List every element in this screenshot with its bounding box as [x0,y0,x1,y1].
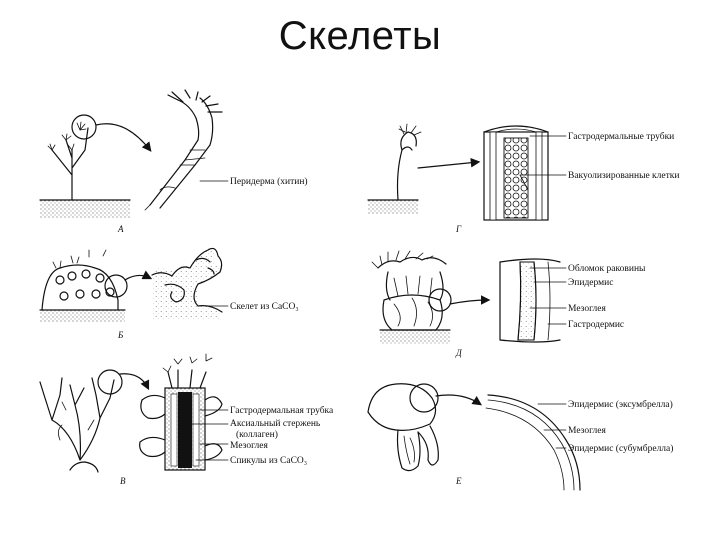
panel-letter-d: Д [455,348,463,358]
hydroid-polyp [396,123,422,201]
panel-g: Гастродермальные трубки Вакуолизированны… [367,123,679,234]
panel-v: Гастродермальная трубка Аксиальный стерж… [39,353,334,486]
zoom-circle [428,288,452,312]
hydroid-colony [47,114,97,201]
jellyfish [367,383,439,472]
arrow [417,157,481,169]
panel-b: Скелет из CaCO₃ Б [39,247,299,340]
label-gastrodermis: Гастродермис [568,320,624,330]
label-mesoglea: Мезоглея [568,426,606,436]
label-epidermis: Эпидермис [568,278,613,288]
label-gastrodermal-tubes: Гастродермальные трубки [568,131,674,142]
label-collagen: (коллаген) [236,429,278,440]
panel-letter-v: В [120,476,126,486]
panel-a: Перидерма (хитин) А [39,89,308,234]
hydranth-zoom [144,89,223,211]
anemone-on-shell [371,250,447,331]
label-subumbrella-epidermis: Эпидермис (субумбрелла) [568,443,673,454]
slide-title: Скелеты [278,14,442,58]
panel-d: Обломок раковины Эпидермис Мезоглея Гаст… [371,250,646,358]
label-periderm: Перидерма (хитин) [230,176,308,187]
label-gastrodermal-tube: Гастродермальная трубка [230,405,334,416]
tissue-layers-zoom [499,258,561,343]
bell-section-zoom [485,394,581,491]
label-caco3-skeleton: Скелет из CaCO₃ [230,302,299,312]
coral-colony [41,264,119,311]
arrow [124,270,153,281]
label-axial-rod: Аксиальный стержень [230,418,321,429]
label-mesoglea: Мезоглея [568,304,606,314]
panel-letter-a: А [117,224,124,234]
panel-letter-e: Е [455,476,462,486]
panel-e: Эпидермис (эксумбрелла) Мезоглея Эпидерм… [367,383,673,491]
label-exumbrella-epidermis: Эпидермис (эксумбрелла) [568,399,673,410]
zoom-circle [97,369,123,395]
arrow [95,123,152,152]
label-shell-fragment: Обломок раковины [568,263,646,274]
substrate [380,330,450,344]
arrow [435,394,482,406]
panel-letter-g: Г [455,224,462,234]
stalk-section [483,125,549,221]
panel-letter-b: Б [117,330,124,340]
arrow [119,373,150,391]
arrow [449,295,491,305]
label-mesoglea: Мезоглея [230,441,268,451]
zoom-circle [409,383,439,413]
gorgonian-colony [39,377,115,473]
skeleton-zoom [151,247,223,320]
substrate [368,200,418,214]
label-vacuolated-cells: Вакуолизированные клетки [568,171,679,181]
axial-rod-zoom [139,353,223,471]
substrate [40,200,130,218]
zoom-circle [104,274,128,298]
substrate [40,310,125,322]
label-caco3-spicules: Спикулы из CaCO₃ [230,456,307,466]
coral-polyps [52,249,115,301]
